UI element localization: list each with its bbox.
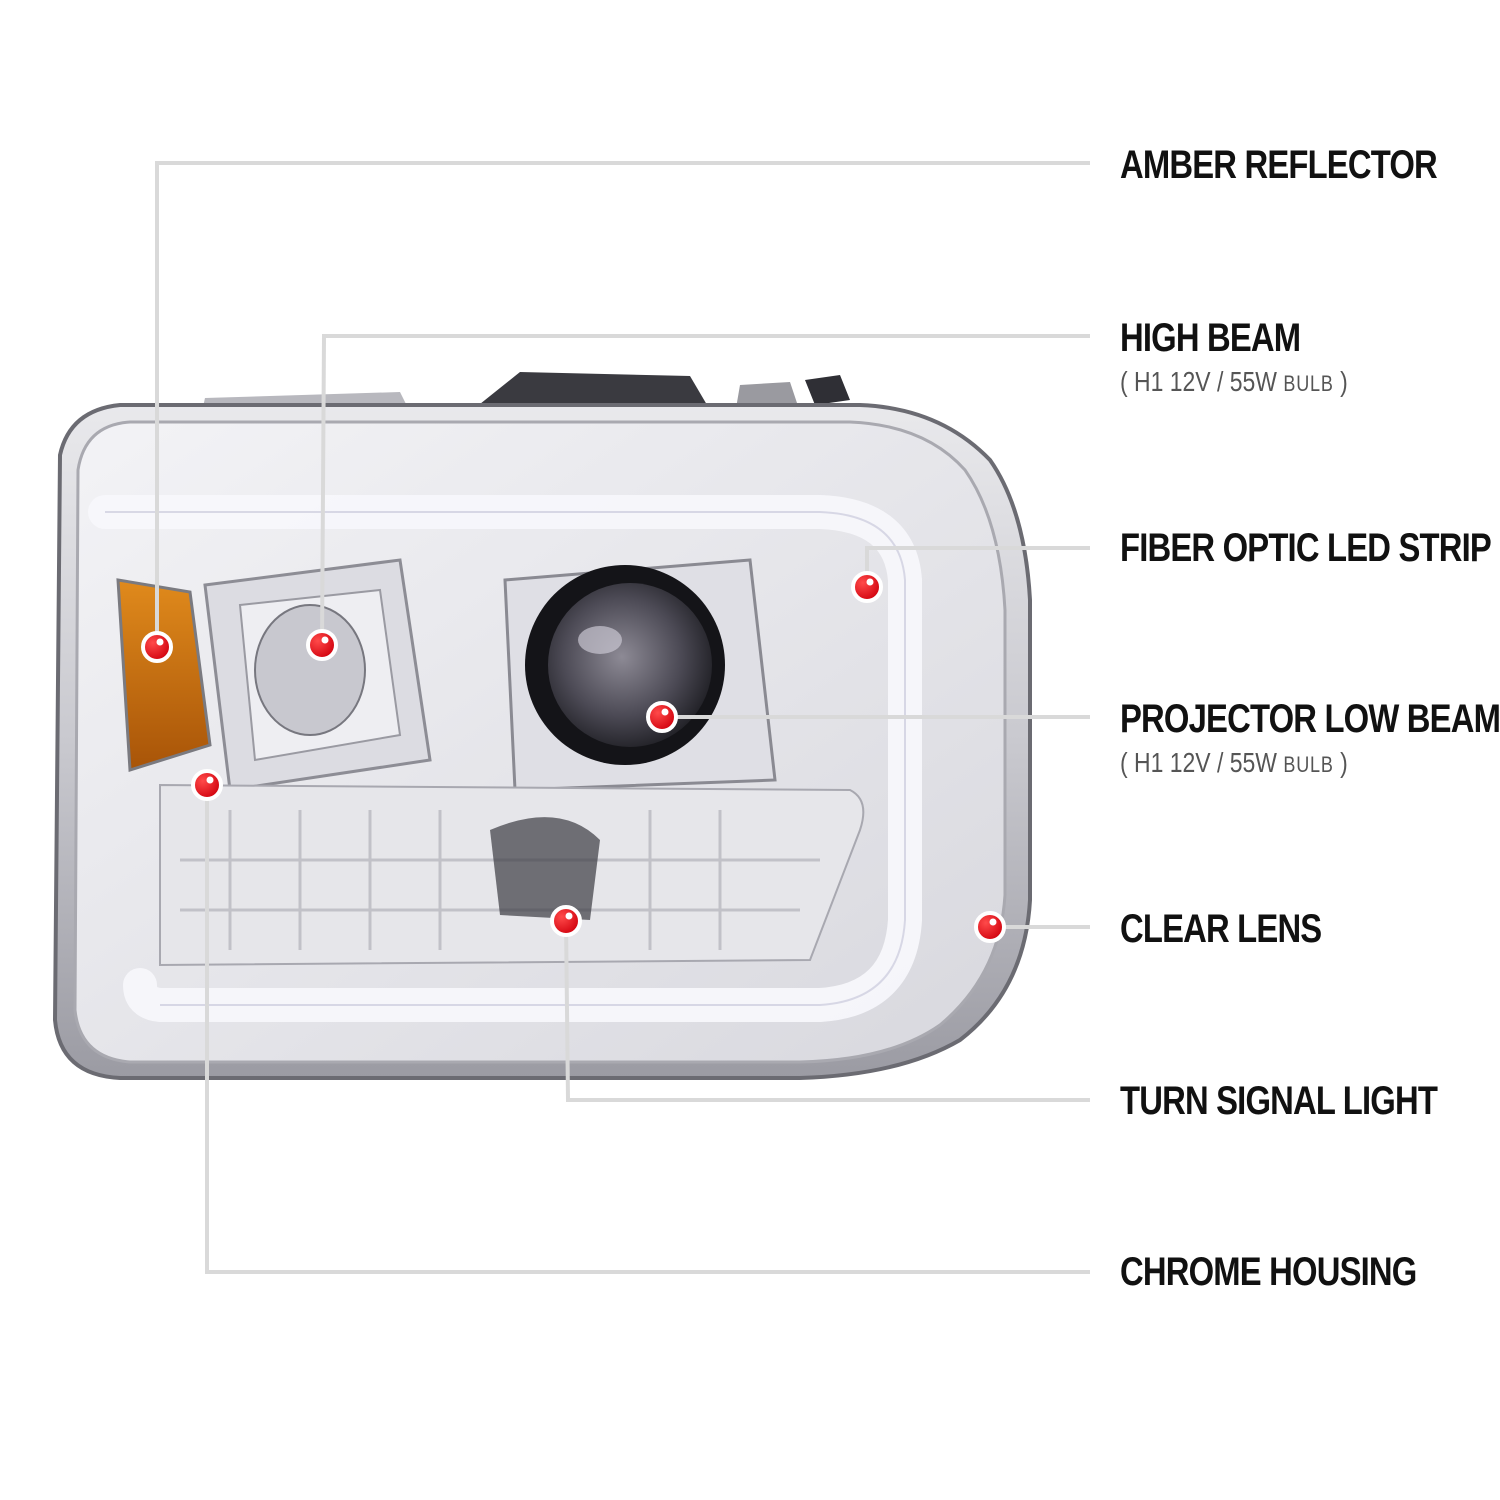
callout-lines [155,161,1090,1274]
marker-chrome-housing [191,769,223,801]
bulb-word: BULB [1283,752,1334,777]
label-fiber-optic-led-strip: FIBER OPTIC LED STRIP [1120,526,1492,570]
callout-line-amber-reflector [155,161,1090,647]
paren-open: ( [1120,747,1128,778]
label-amber-reflector: AMBER REFLECTOR [1120,143,1438,187]
projector-bulb-spec: ( H1 12V / 55W BULB ) [1120,749,1348,777]
paren-close: ) [1340,747,1348,778]
callout-line-chrome-housing [205,785,1090,1274]
marker-turn-signal [550,905,582,937]
label-chrome-housing: CHROME HOUSING [1120,1250,1417,1294]
label-clear-lens: CLEAR LENS [1120,907,1322,951]
marker-high-beam [306,629,338,661]
callout-line-turn-signal [564,920,1090,1102]
marker-amber-reflector [141,631,173,663]
amber-reflector-shape [116,578,212,773]
bulb-word: BULB [1283,371,1334,396]
marker-fiber-optic [851,571,883,603]
paren-open: ( [1120,366,1128,397]
paren-close: ) [1340,366,1348,397]
callout-line-high-beam [320,334,1090,646]
marker-projector-low-beam [646,701,678,733]
marker-clear-lens [974,911,1006,943]
projector-low-beam-assembly [503,558,777,792]
label-projector-low-beam: PROJECTOR LOW BEAM [1120,697,1500,741]
bulb-spec: H1 12V / 55W [1134,366,1277,397]
high-beam-bulb-spec: ( H1 12V / 55W BULB ) [1120,368,1348,396]
label-turn-signal-light: TURN SIGNAL LIGHT [1120,1079,1438,1123]
bulb-spec: H1 12V / 55W [1134,747,1277,778]
label-high-beam: HIGH BEAM [1120,316,1301,360]
high-beam-reflector [203,558,432,792]
callout-markers [141,571,1006,943]
